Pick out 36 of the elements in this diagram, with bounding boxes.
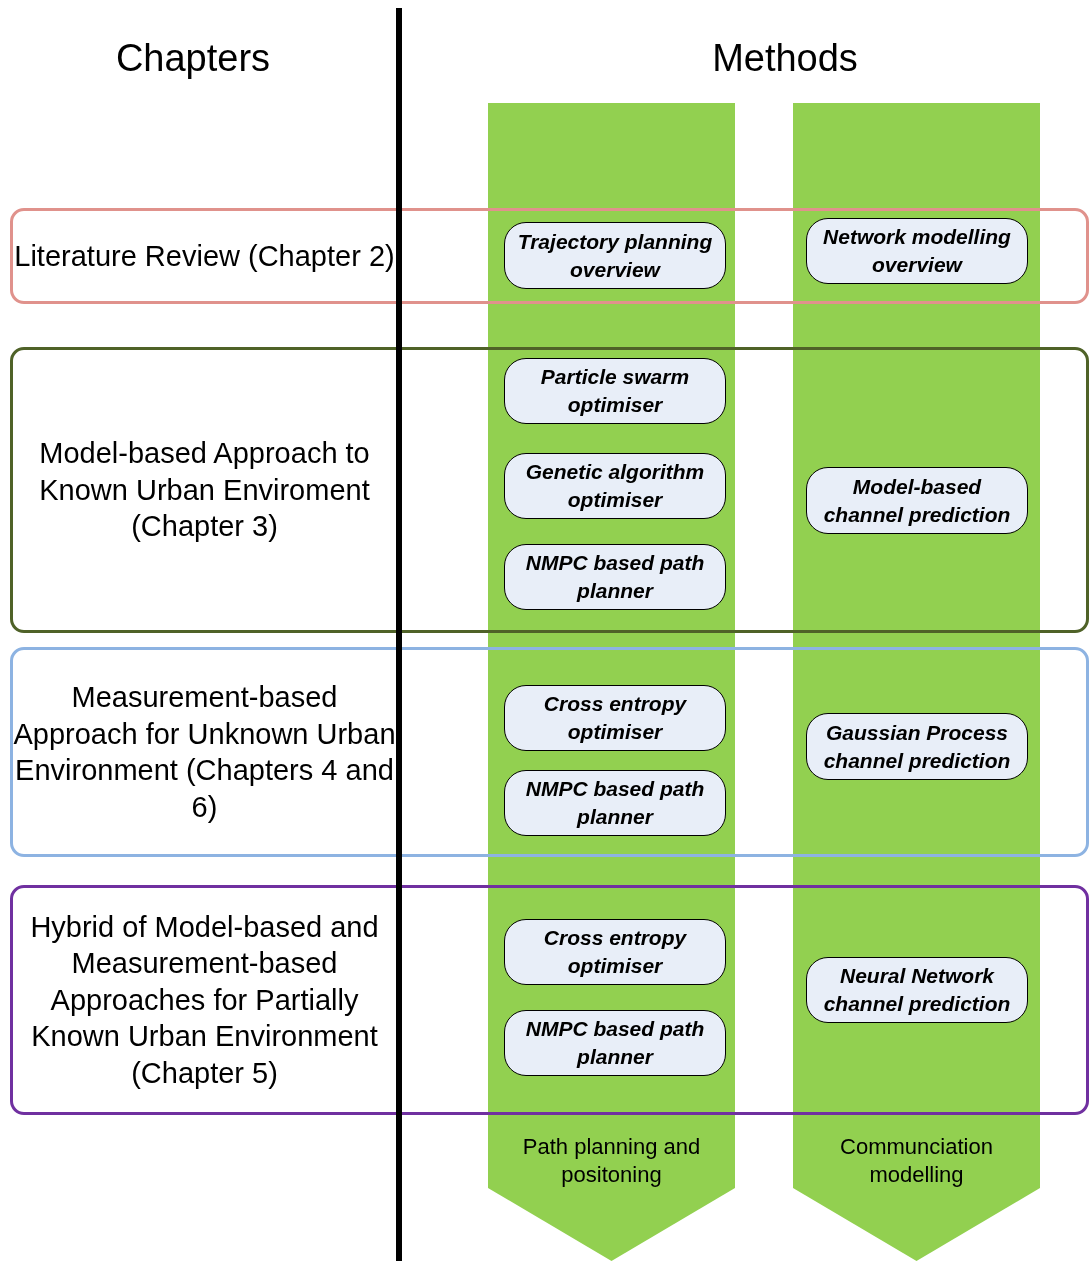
method-label: Cross entropy optimiser	[542, 691, 688, 745]
chapter-label: Measurement-based Approach for Unknown Urban Environment (Chapters 4 and 6)	[13, 680, 396, 825]
method-pill	[504, 685, 726, 751]
method-label: NMPC based path planner	[524, 1016, 706, 1070]
method-label: Model-based channel prediction	[822, 473, 1012, 528]
chapter-label: Literature Review (Chapter 2)	[14, 238, 395, 274]
method-label: Trajectory planning overview	[516, 228, 714, 283]
chapter-band	[10, 647, 1089, 857]
method-pill	[504, 919, 726, 985]
chapter-label: Model-based Approach to Known Urban Enviroment (Chapter 3)	[38, 436, 371, 545]
method-pill	[504, 1010, 726, 1076]
method-label: NMPC based path planner	[524, 550, 706, 604]
method-pill	[504, 358, 726, 424]
method-label: Genetic algorithm optimiser	[524, 459, 706, 513]
method-pill	[806, 713, 1028, 780]
method-pill	[504, 544, 726, 610]
method-pill	[504, 770, 726, 836]
method-pill	[504, 453, 726, 519]
column-heading: Methods	[712, 36, 858, 80]
method-label: NMPC based path planner	[524, 776, 706, 830]
method-label: Neural Network channel prediction	[822, 963, 1012, 1017]
method-label: Gaussian Process channel prediction	[822, 719, 1012, 774]
chapter-label: Hybrid of Model-based and Measurement-based Approaches for Partially Known Urban Environment (Chapter 5)	[29, 909, 380, 1091]
chapter-band	[10, 885, 1089, 1115]
chapter-band	[10, 208, 1089, 304]
method-pill	[806, 218, 1028, 284]
method-pill	[504, 222, 726, 289]
method-label: Particle swarm optimiser	[539, 364, 691, 418]
method-pill	[806, 957, 1028, 1023]
column-heading: Chapters	[115, 36, 271, 80]
method-pill	[806, 467, 1028, 534]
chapter-band	[10, 347, 1089, 633]
band-label: Communciation modelling	[839, 1133, 994, 1189]
band-label: Path planning and positoning	[521, 1133, 702, 1189]
method-label: Network modelling overview	[822, 224, 1012, 278]
method-label: Cross entropy optimiser	[542, 925, 688, 979]
